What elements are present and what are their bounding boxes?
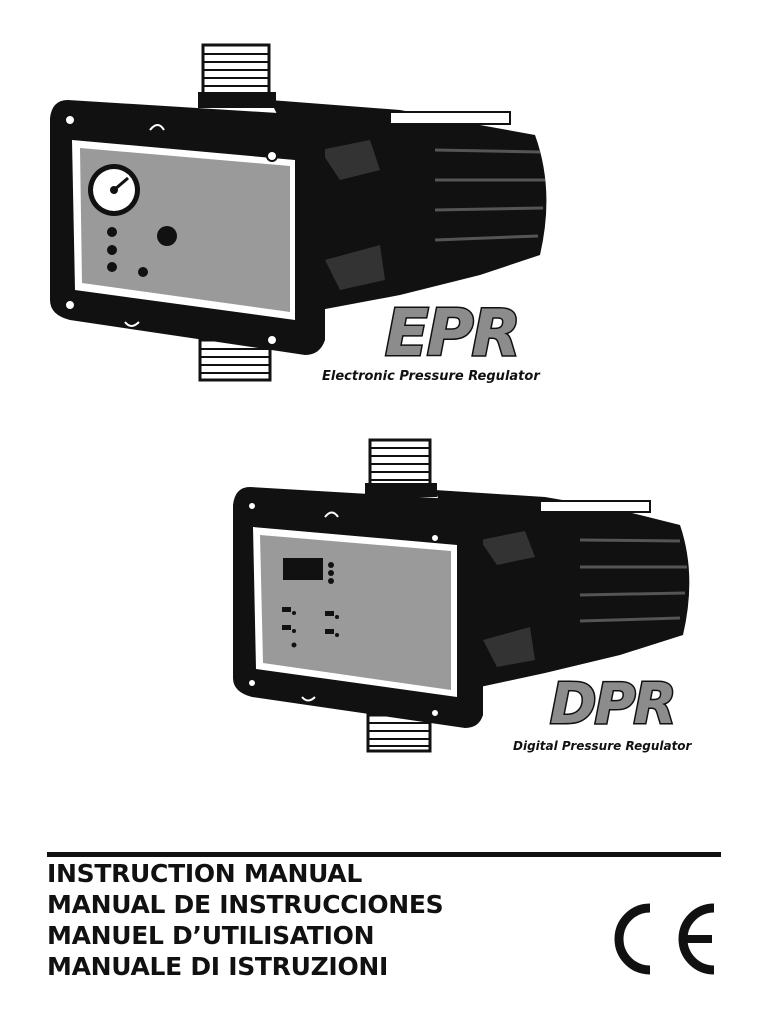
led-indicator-icon	[138, 267, 148, 277]
ce-mark-icon	[600, 898, 720, 984]
control-button-icon	[282, 607, 291, 612]
led-indicator-icon	[328, 578, 334, 584]
reset-button-icon	[157, 226, 177, 246]
manual-titles: INSTRUCTION MANUAL MANUAL DE INSTRUCCION…	[47, 858, 607, 982]
title-italian: MANUALE DI ISTRUZIONI	[47, 952, 389, 981]
dpr-motor-body	[435, 490, 690, 687]
epr-product-illustration	[40, 40, 580, 385]
digital-display-icon	[283, 558, 323, 580]
epr-motor-body	[270, 100, 547, 310]
control-button-icon	[325, 629, 334, 634]
title-french: MANUEL D’UTILISATION	[47, 921, 375, 950]
dpr-top-fitting	[365, 438, 437, 497]
control-button-icon	[325, 611, 334, 616]
dpr-control-box	[233, 487, 483, 728]
led-indicator-icon	[107, 262, 117, 272]
led-indicator-icon	[107, 245, 117, 255]
led-indicator-icon	[107, 227, 117, 237]
dpr-bottom-fitting	[366, 713, 432, 753]
dpr-subtitle: Digital Pressure Regulator	[513, 739, 692, 753]
title-spanish: MANUAL DE INSTRUCCIONES	[47, 890, 444, 919]
epr-logo: EPR	[384, 297, 523, 371]
led-indicator-icon	[328, 570, 334, 576]
dpr-product-illustration	[225, 435, 700, 755]
dpr-logo: DPR	[549, 672, 679, 737]
title-english: INSTRUCTION MANUAL	[47, 859, 362, 888]
epr-top-fitting	[198, 43, 276, 108]
epr-subtitle: Electronic Pressure Regulator	[322, 369, 540, 384]
title-divider	[47, 852, 721, 857]
led-indicator-icon	[328, 562, 334, 568]
control-button-icon	[282, 625, 291, 630]
epr-control-box	[50, 100, 325, 355]
